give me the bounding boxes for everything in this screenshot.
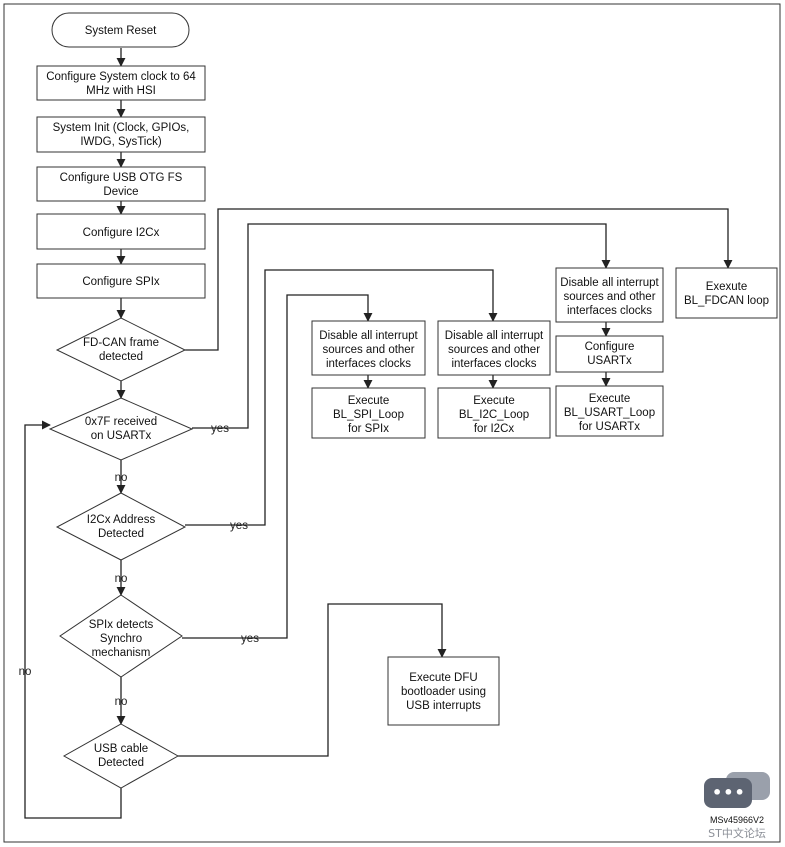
usart-decision-line-1: 0x7F received <box>85 416 157 428</box>
figure-frame <box>3 3 781 843</box>
spi-disable-box: Disable all interrupt sources and other … <box>311 320 426 376</box>
usart-execute-line-3: for USARTx <box>579 421 640 433</box>
no-label-i2c: no <box>115 573 128 585</box>
spi-decision-line-1: SPIx detects <box>89 619 154 631</box>
system-init-line-1: System Init (Clock, GPIOs, <box>53 122 190 134</box>
usart-execute-box: Execute BL_USART_Loop for USARTx <box>555 385 664 437</box>
i2c-disable-line-3: interfaces clocks <box>451 358 536 370</box>
config-clock-line-2: MHz with HSI <box>86 85 156 97</box>
spi-decision-line-2: Synchro <box>100 633 142 645</box>
chat-bubbles-icon: ••• <box>704 772 770 812</box>
fdcan-decision-line-1: FD-CAN frame <box>83 337 159 349</box>
dfu-execute-box: Execute DFU bootloader using USB interru… <box>387 656 500 726</box>
i2c-execute-line-3: for I2Cx <box>474 423 515 435</box>
usart-decision: 0x7F received on USARTx <box>48 397 194 461</box>
system-init-line-2: IWDG, SysTick) <box>80 136 162 148</box>
usart-disable-line-1: Disable all interrupt <box>560 277 659 289</box>
config-usb-box: Configure USB OTG FS Device <box>36 166 206 202</box>
config-usb-line-2: Device <box>103 186 138 198</box>
fdcan-execute-box: Exexute BL_FDCAN loop <box>675 267 778 319</box>
spi-execute-line-2: BL_SPI_Loop <box>333 409 404 421</box>
edge-usb-dfu <box>178 603 447 757</box>
i2c-execute-line-1: Execute <box>473 395 515 407</box>
fdcan-decision: FD-CAN frame detected <box>55 317 187 382</box>
figure-id: MSv45966V2 <box>709 815 765 825</box>
edge-usart-disable <box>192 223 611 429</box>
usart-decision-line-2: on USARTx <box>91 430 152 442</box>
i2c-decision: I2Cx Address Detected <box>55 492 187 561</box>
i2c-execute-line-2: BL_I2C_Loop <box>459 409 529 421</box>
i2c-decision-line-2: Detected <box>98 528 144 540</box>
usart-disable-box: Disable all interrupt sources and other … <box>555 267 664 323</box>
config-usb-line-1: Configure USB OTG FS <box>60 172 183 184</box>
i2c-decision-line-1: I2Cx Address <box>87 514 156 526</box>
usart-execute-line-1: Execute <box>589 393 631 405</box>
usb-decision-line-2: Detected <box>98 757 144 769</box>
config-i2c-label: Configure I2Cx <box>83 227 160 239</box>
watermark: ••• MSv45966V2 ST中文论坛 <box>697 772 777 841</box>
config-i2c-box: Configure I2Cx <box>36 213 206 250</box>
spi-decision-line-3: mechanism <box>92 647 151 659</box>
i2c-disable-line-2: sources and other <box>448 344 540 356</box>
system-reset-terminal <box>51 12 190 48</box>
usb-decision: USB cable Detected <box>62 723 180 789</box>
usart-config-box: Configure USARTx <box>555 335 664 373</box>
i2c-disable-box: Disable all interrupt sources and other … <box>437 320 551 376</box>
edge-fdcan-execute <box>185 208 733 351</box>
config-spi-box: Configure SPIx <box>36 263 206 299</box>
yes-label-i2c: yes <box>230 520 248 532</box>
edge-spi-disable <box>182 294 373 639</box>
spi-decision: SPIx detects Synchro mechanism <box>59 594 183 678</box>
i2c-execute-box: Execute BL_I2C_Loop for I2Cx <box>437 387 551 439</box>
dfu-execute-line-3: USB interrupts <box>406 700 481 712</box>
usart-config-line-2: USARTx <box>587 355 632 367</box>
edge-i2c-disable <box>185 269 498 526</box>
fdcan-decision-line-2: detected <box>99 351 143 363</box>
spi-disable-line-3: interfaces clocks <box>326 358 411 370</box>
yes-label-spi: yes <box>241 633 259 645</box>
i2c-disable-line-1: Disable all interrupt <box>445 330 544 342</box>
usb-decision-line-1: USB cable <box>94 743 148 755</box>
spi-disable-line-1: Disable all interrupt <box>319 330 418 342</box>
fdcan-execute-line-1: Exexute <box>706 281 748 293</box>
yes-label-usart: yes <box>211 423 229 435</box>
usart-execute-line-2: BL_USART_Loop <box>564 407 655 419</box>
fdcan-execute-line-2: BL_FDCAN loop <box>684 295 769 307</box>
usart-disable-line-2: sources and other <box>563 291 655 303</box>
system-init-box: System Init (Clock, GPIOs, IWDG, SysTick… <box>36 116 206 153</box>
no-label-usart: no <box>115 472 128 484</box>
no-label-loop: no <box>19 666 32 678</box>
spi-execute-box: Execute BL_SPI_Loop for SPIx <box>311 387 426 439</box>
edge-usb-loop-no <box>24 420 122 819</box>
edges <box>24 48 733 819</box>
site-watermark: ST中文论坛 <box>708 827 766 840</box>
config-spi-label: Configure SPIx <box>82 276 160 288</box>
spi-execute-line-1: Execute <box>348 395 390 407</box>
no-label-spi: no <box>115 696 128 708</box>
usart-disable-line-3: interfaces clocks <box>567 305 652 317</box>
spi-disable-line-2: sources and other <box>322 344 414 356</box>
dfu-execute-line-2: bootloader using <box>401 686 486 698</box>
system-reset-label: System Reset <box>85 25 157 37</box>
spi-execute-line-3: for SPIx <box>348 423 389 435</box>
edge-labels: yes yes yes no no no no <box>19 423 260 708</box>
config-clock-box: Configure System clock to 64 MHz with HS… <box>36 65 206 101</box>
dfu-execute-line-1: Execute DFU <box>409 672 477 684</box>
config-clock-line-1: Configure System clock to 64 <box>46 71 196 83</box>
usart-config-line-1: Configure <box>585 341 635 353</box>
